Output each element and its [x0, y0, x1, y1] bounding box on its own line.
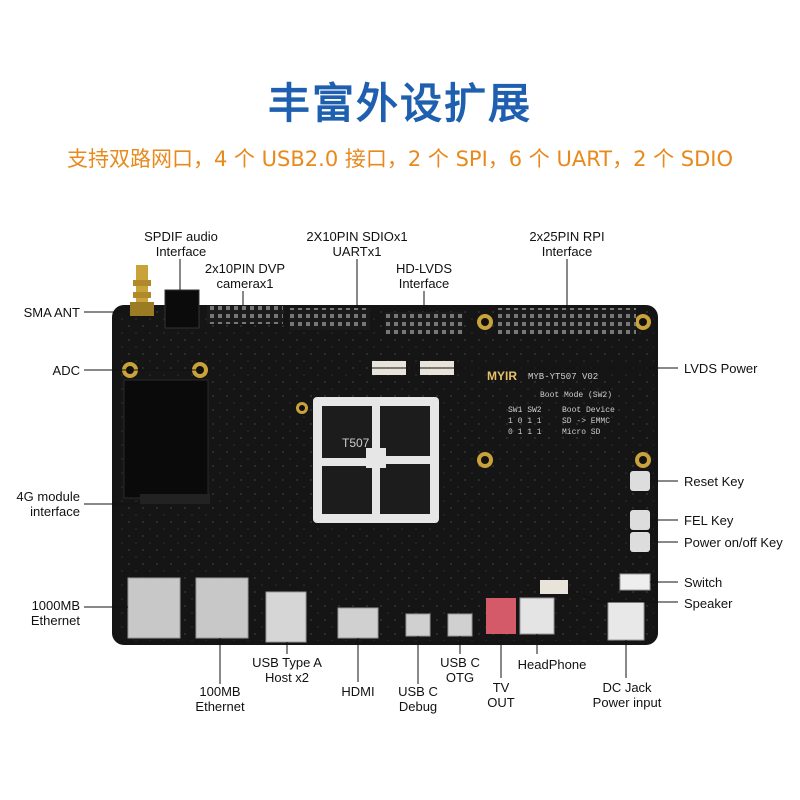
label-sma: SMA ANT — [23, 305, 80, 320]
headphone-port — [519, 597, 555, 635]
label-lvds-power: LVDS Power — [684, 361, 758, 376]
label-switch: Switch — [684, 575, 723, 590]
usb-c-debug-port — [405, 613, 431, 637]
label-speaker: Speaker — [684, 596, 733, 611]
ethernet-100-port — [195, 577, 249, 639]
svg-text:SW1 SW2: SW1 SW2 — [508, 406, 542, 415]
chip-label: T507 — [342, 436, 370, 450]
svg-text:Micro SD: Micro SD — [562, 428, 601, 437]
label-headphone: HeadPhone — [517, 657, 587, 672]
tv-out-port — [486, 598, 516, 634]
core-module — [313, 397, 439, 523]
label-reset-key: Reset Key — [684, 474, 744, 489]
label-fel-key: FEL Key — [684, 513, 734, 528]
label-hdmi: HDMI — [341, 684, 375, 699]
fel-key[interactable] — [630, 510, 650, 530]
hd-lvds-header — [385, 312, 463, 334]
svg-text:1 0 1 1: 1 0 1 1 — [508, 417, 542, 426]
hdmi-port — [337, 607, 379, 639]
usb-a-port — [265, 591, 307, 643]
page-subtitle: 支持双路网口，4 个 USB2.0 接口，2 个 SPI，6 个 UART，2 … — [66, 147, 734, 171]
reset-key[interactable] — [630, 471, 650, 491]
svg-text:0 1 1 1: 0 1 1 1 — [508, 428, 542, 437]
power-key[interactable] — [630, 532, 650, 552]
label-power-key: Power on/off Key — [684, 535, 783, 550]
dvp-header — [207, 306, 283, 324]
usb-c-otg-port — [447, 613, 473, 637]
m2-connector — [140, 494, 210, 504]
svg-text:Boot Mode (SW2): Boot Mode (SW2) — [540, 391, 612, 400]
speaker-connector — [540, 580, 568, 594]
svg-text:Boot Device: Boot Device — [562, 406, 615, 415]
switch[interactable] — [619, 573, 651, 591]
boot-table: Boot Mode (SW2) SW1 SW2 Boot Device 1 0 … — [508, 391, 615, 437]
svg-text:SD -> EMMC: SD -> EMMC — [562, 417, 610, 426]
rpi-header — [498, 308, 636, 334]
page-title: 丰富外设扩展 — [267, 79, 532, 128]
spdif-connector — [164, 289, 200, 329]
dc-jack — [607, 601, 645, 641]
ethernet-1000-port — [127, 577, 181, 639]
board-brand: MYIR — [487, 369, 517, 383]
label-adc: ADC — [52, 363, 80, 378]
board-model: MYB-YT507 V02 — [528, 372, 598, 382]
4g-module-slot — [123, 379, 209, 499]
leader-lines — [84, 259, 678, 684]
sma-antenna — [130, 265, 154, 316]
sdio-header — [290, 308, 370, 330]
